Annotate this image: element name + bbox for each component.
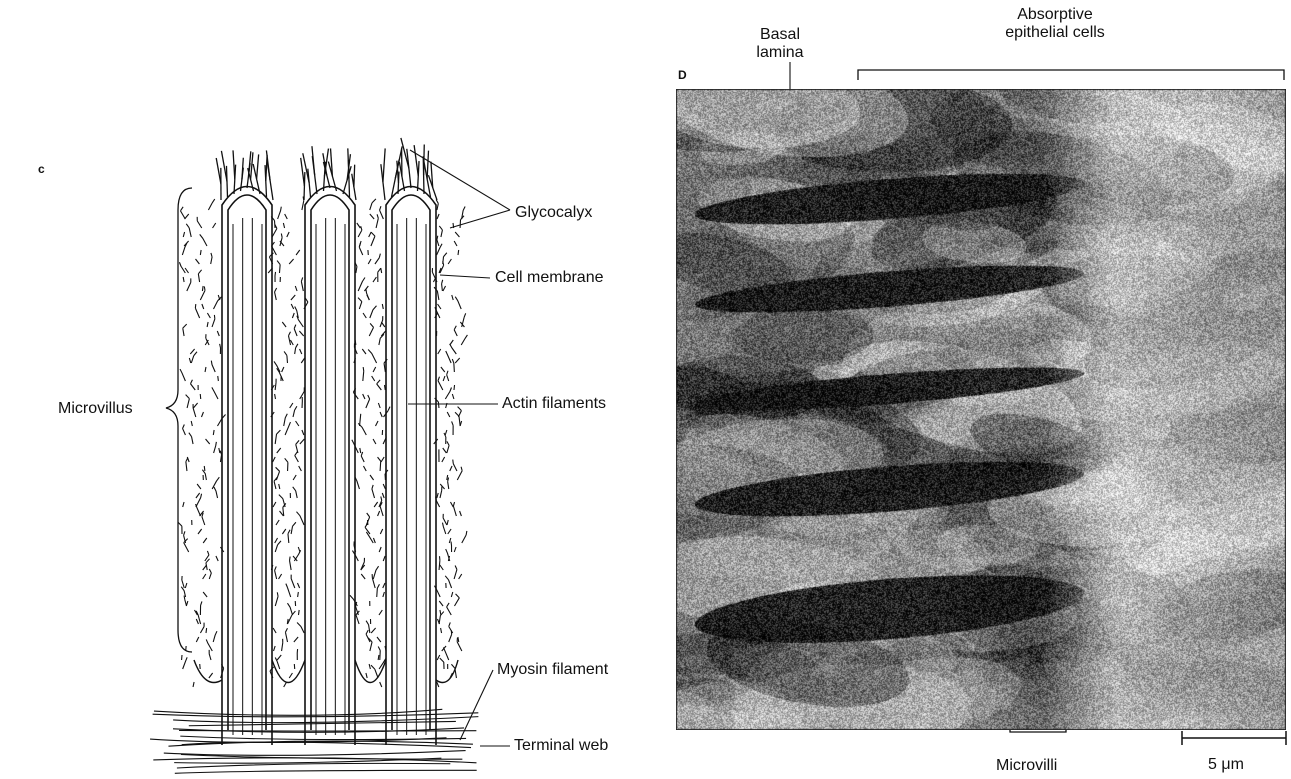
- microvillus-2-outline: [305, 187, 355, 746]
- glycocalyx-branches: [216, 138, 437, 200]
- basal-lamina-text: Basal lamina: [756, 26, 803, 61]
- scale-bar: [1182, 731, 1286, 745]
- cell-membrane-label: Cell membrane: [495, 269, 603, 287]
- microvilli-label: Microvilli: [996, 757, 1057, 775]
- cell-membrane-leader: [440, 275, 490, 278]
- intervillus-2: [355, 660, 386, 683]
- actin-cores: [233, 218, 426, 735]
- myosin-filament-leader: [460, 670, 493, 740]
- absorptive-cells-bracket: [858, 70, 1284, 80]
- myosin-filament-label: Myosin filament: [497, 661, 608, 679]
- basal-lamina-label: Basal lamina: [745, 26, 815, 62]
- terminal-web-lines: [150, 709, 478, 773]
- actin-filaments-label: Actin filaments: [502, 395, 606, 413]
- terminal-web-label: Terminal web: [514, 737, 608, 755]
- glycocalyx-label: Glycocalyx: [515, 204, 592, 222]
- microvillus-brace: [166, 188, 192, 652]
- microvillus-label: Microvillus: [58, 400, 133, 418]
- absorptive-epithelial-cells-label: Absorptive epithelial cells: [985, 6, 1125, 42]
- intervillus-1: [272, 660, 305, 683]
- panel-d-letter: D: [678, 66, 687, 84]
- glycocalyx-leader-2: [450, 210, 510, 228]
- microvillus-1-outline: [222, 187, 272, 746]
- scale-bar-label: 5 μm: [1208, 756, 1244, 774]
- glycocalyx-leader-1: [410, 150, 510, 210]
- absorptive-epithelial-cells-text: Absorptive epithelial cells: [1005, 6, 1105, 41]
- microvillus-3-outline: [386, 187, 436, 746]
- sem-micrograph: [676, 89, 1286, 730]
